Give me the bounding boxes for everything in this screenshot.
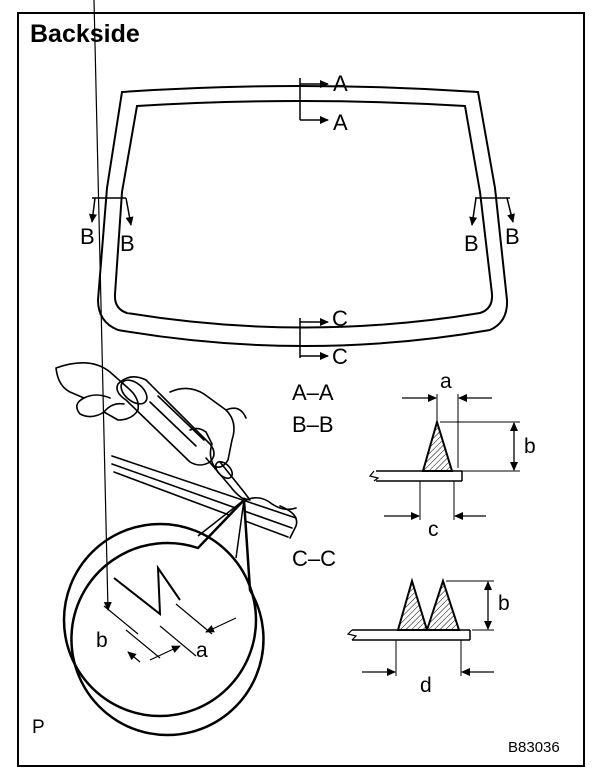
section-b-right-marker bbox=[469, 197, 515, 226]
windshield-inner-edge bbox=[113, 100, 494, 329]
detail-dimension-lines bbox=[93, 0, 237, 663]
double-bead-section bbox=[346, 577, 494, 676]
label-b-left-outer: B bbox=[80, 224, 95, 249]
label-b-right-outer: B bbox=[505, 224, 520, 249]
footer-letter: P bbox=[32, 717, 45, 738]
dim-label-b: b bbox=[524, 435, 536, 458]
label-a-bottom: A bbox=[333, 110, 348, 135]
section-b-left-marker bbox=[89, 197, 134, 226]
label-c-top: C bbox=[332, 306, 348, 331]
dim-label-d: d bbox=[420, 674, 432, 697]
diagram-title: Backside bbox=[30, 20, 140, 48]
detail-label-a: a bbox=[196, 639, 208, 662]
section-c-marker bbox=[299, 318, 329, 360]
label-c-bottom: C bbox=[332, 344, 348, 369]
dim-label-a: a bbox=[440, 370, 452, 393]
section-list-aa: A–A bbox=[292, 380, 334, 405]
adhesive-gun-illustration bbox=[55, 362, 298, 539]
detail-label-b: b bbox=[96, 629, 108, 652]
dim-label-c: c bbox=[428, 518, 439, 541]
section-a-marker bbox=[299, 78, 329, 124]
diagram-frame bbox=[17, 12, 585, 767]
figure-code: B83036 bbox=[508, 739, 560, 756]
label-a-top: A bbox=[333, 71, 348, 96]
windshield-outer-edge bbox=[96, 85, 509, 347]
section-list-bb: B–B bbox=[292, 412, 334, 437]
detail-bead-profile bbox=[113, 564, 181, 617]
single-bead-section bbox=[368, 394, 520, 520]
detail-magnifier bbox=[62, 497, 265, 737]
dim-label-b-double: b bbox=[498, 592, 510, 615]
label-b-right-inner: B bbox=[464, 231, 479, 256]
label-b-left-inner: B bbox=[120, 231, 135, 256]
section-list-cc: C–C bbox=[292, 546, 337, 571]
